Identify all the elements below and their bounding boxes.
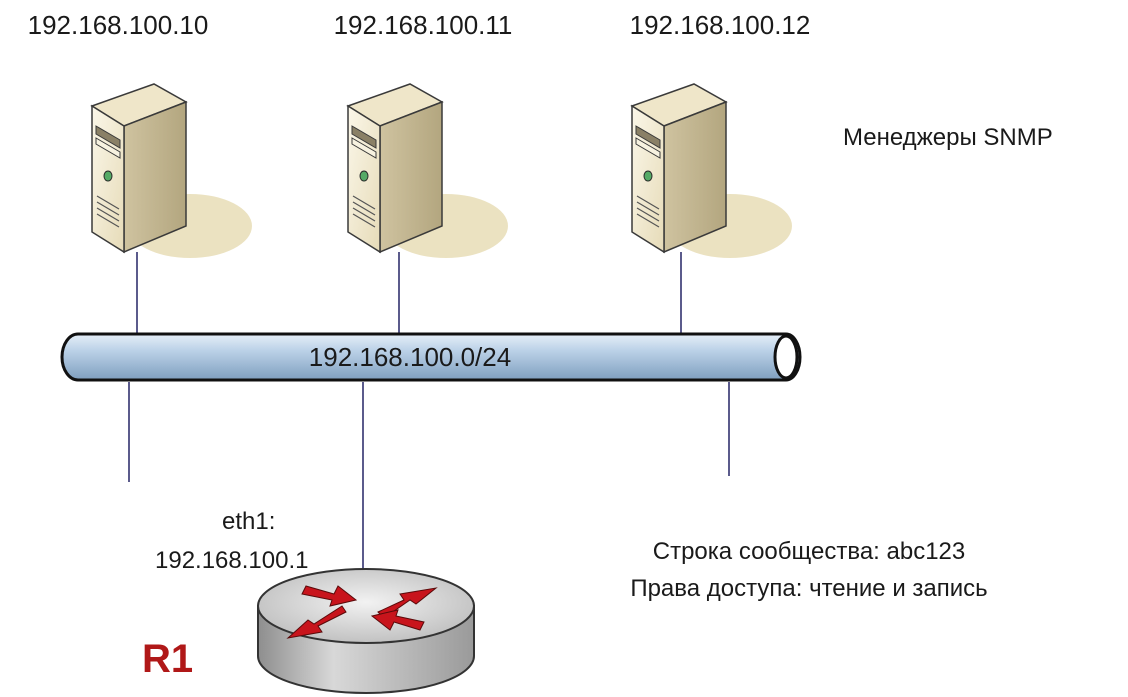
router-icon xyxy=(257,568,475,694)
access-rights-text: Права доступа: чтение и запись xyxy=(630,575,987,602)
network-bus xyxy=(60,332,802,382)
server-icon xyxy=(347,83,509,259)
server-icon xyxy=(91,83,253,259)
interface-ip-label: 192.168.100.1 xyxy=(155,547,308,574)
community-string-text: Строка сообщества: abc123 xyxy=(653,538,966,565)
server-ip-label-1: 192.168.100.10 xyxy=(28,10,209,40)
router-name: R1 xyxy=(142,637,193,681)
managers-label: Менеджеры SNMP xyxy=(843,124,1053,151)
server-ip-label-3: 192.168.100.12 xyxy=(630,10,811,40)
interface-name-label: eth1: xyxy=(222,508,275,535)
server-ip-label-2: 192.168.100.11 xyxy=(334,10,513,40)
subnet-label: 192.168.100.0/24 xyxy=(309,342,511,372)
server-icon xyxy=(631,83,793,259)
